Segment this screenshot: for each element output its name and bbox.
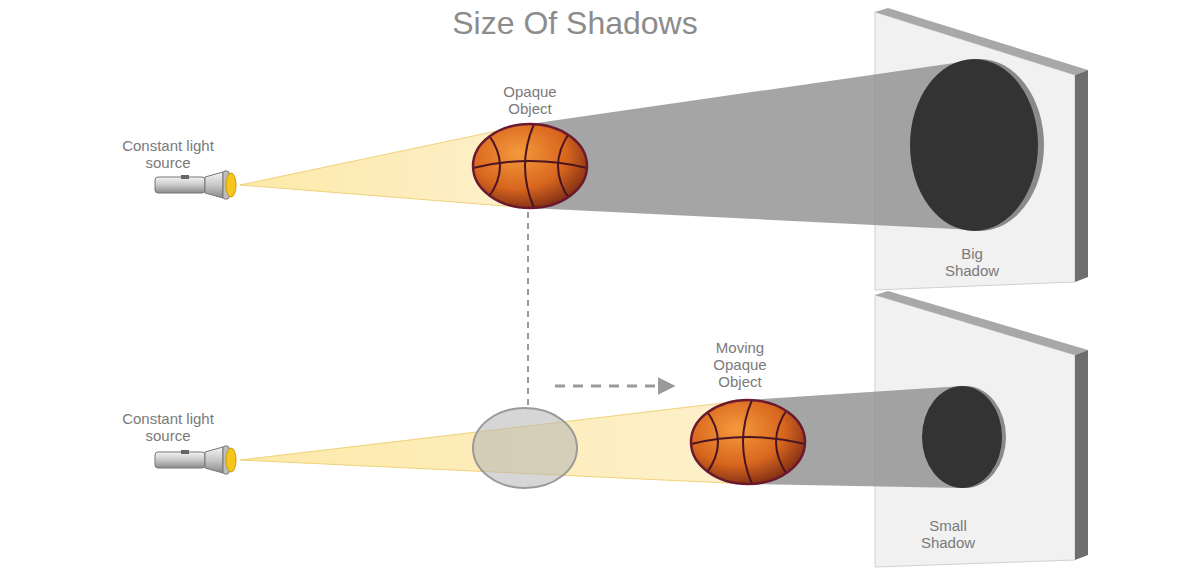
light-source-label: Constant light source: [113, 138, 223, 172]
light-source-label: Constant light source: [113, 411, 223, 445]
shadow-label: Big Shadow: [932, 246, 1012, 280]
object-label: Moving Opaque Object: [703, 340, 778, 390]
object-label: Opaque Object: [483, 84, 578, 118]
shadow-label: Small Shadow: [908, 518, 988, 552]
diagram-title: Size Of Shadows: [452, 6, 697, 41]
